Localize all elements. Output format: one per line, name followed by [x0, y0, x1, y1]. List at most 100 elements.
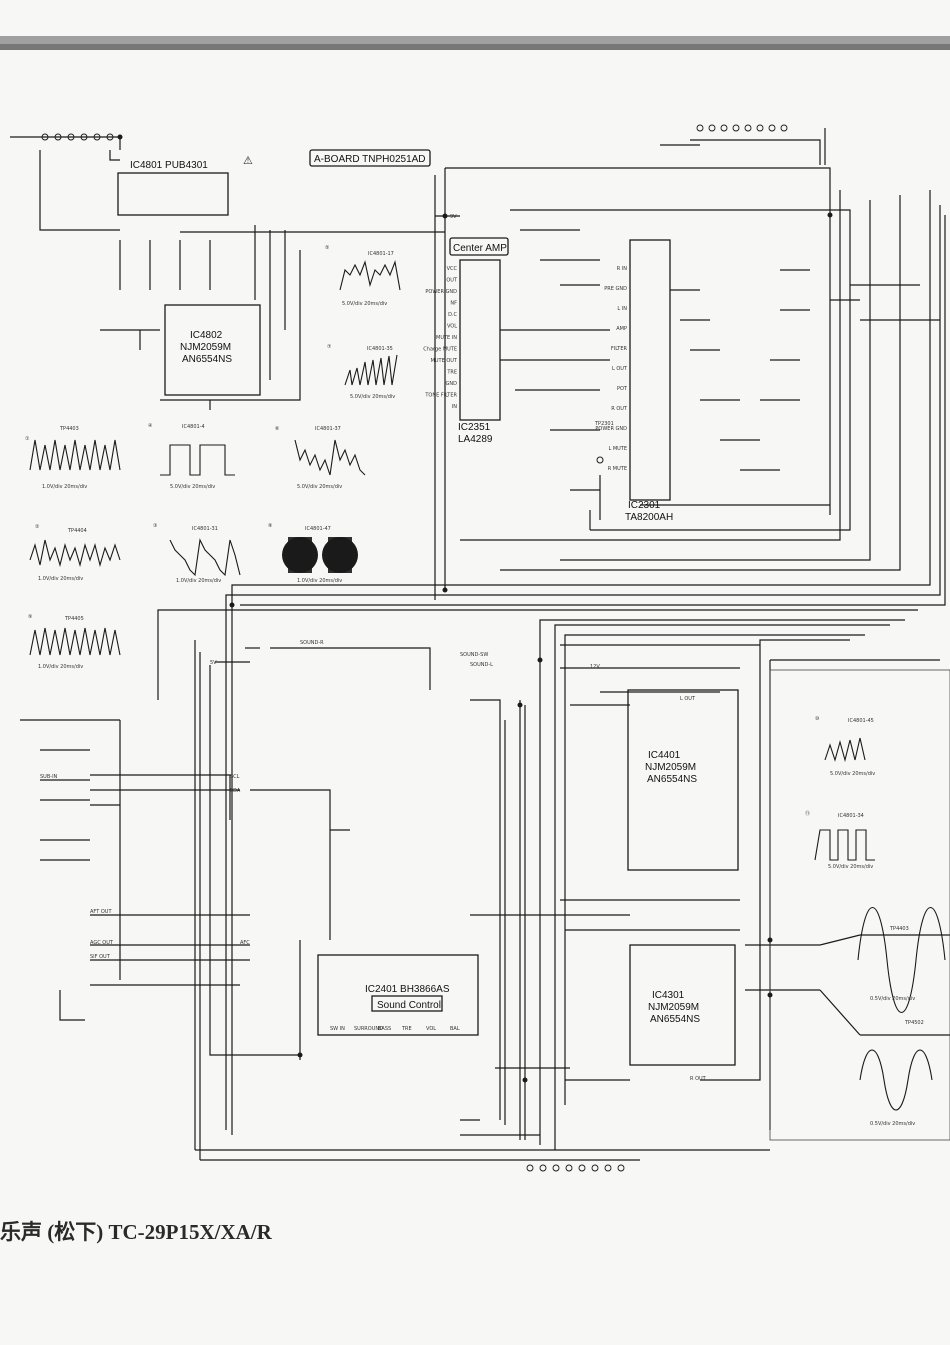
signal-label-11: AFT OUT: [90, 909, 112, 915]
ic4301-label-1: IC4301: [652, 990, 685, 1001]
signal-label-0: SOUND-R: [300, 640, 324, 646]
page-footer-title: 乐声 (松下) TC-29P15X/XA/R: [0, 1220, 272, 1244]
w7-id: IC4801-35: [367, 346, 393, 352]
connector-pins: [41, 124, 788, 1172]
w2-num: ②: [35, 524, 40, 530]
ic2351-pins-12: IN: [452, 404, 457, 410]
w4-time: 5.0V/div 20ms/div: [170, 484, 215, 490]
ic2401-pins-5: BAL: [450, 1026, 460, 1032]
w9-num: ⑨: [28, 614, 32, 620]
ic-labels: A-BOARD TNPH0251AD IC4801 PUB4301 IC4802…: [130, 154, 700, 1025]
w5-num: ⑤: [325, 245, 329, 251]
ic4802-label-3: AN6554NS: [182, 354, 232, 365]
signal-label-14: SUB-IN: [40, 774, 58, 780]
ic2351-pins-11: TONE FILTER: [424, 393, 457, 399]
w1-num: ①: [25, 436, 30, 442]
ic2351-pins-3: NF: [450, 301, 457, 307]
ic2351-pins-9: TRE: [446, 370, 457, 376]
ic-outlines: [117, 149, 950, 1141]
ic2301-pins-1: PRE GND: [604, 286, 627, 292]
ic4401-label-3: AN6554NS: [647, 774, 697, 785]
component-marks: [117, 134, 833, 1083]
w11-id: IC4801-34: [838, 813, 864, 819]
w2-id: TP4404: [67, 528, 87, 534]
ic2401-pins-0: SW IN: [330, 1026, 345, 1032]
ic4401-label-2: NJM2059M: [645, 762, 696, 773]
ic2351-pins-4: D.C: [448, 312, 457, 318]
w11-num: ⑪: [805, 810, 810, 817]
w5-id: IC4801-17: [368, 251, 394, 257]
waveform-captions: ⑤ IC4801-17 5.0V/div 20ms/div ⑦ IC4801-3…: [25, 245, 924, 1127]
ic2401-pins-2: BASS: [378, 1026, 391, 1032]
w6-time: 5.0V/div 20ms/div: [297, 484, 342, 490]
signal-label-6: 5V: [210, 660, 217, 666]
ic2401-pins-1: SURROUND: [354, 1026, 383, 1032]
warning-icon: ⚠: [243, 155, 253, 167]
sound-control-label: Sound Control: [377, 1000, 441, 1011]
w8-num: ⑧: [268, 523, 273, 529]
w1-id: TP4403: [59, 426, 79, 432]
ic2301-label-1: IC2301: [628, 500, 661, 511]
signal-label-10: AFC: [240, 940, 250, 946]
ic4802-label-1: IC4802: [190, 330, 223, 341]
w6-num: ⑥: [275, 426, 280, 432]
ic2351-label-2: LA4289: [458, 434, 493, 445]
ic2351-pins-0: VCC: [447, 266, 458, 272]
signal-label-8: SDA: [230, 788, 241, 794]
w6-id: IC4801-37: [315, 426, 341, 432]
ic2301-pins-9: L MUTE: [608, 446, 627, 452]
w13-id: TP4502: [904, 1020, 924, 1026]
ic2401-label: IC2401 BH3866AS: [365, 984, 450, 995]
ic2351-pins-8: MUTE OUT: [431, 358, 458, 364]
w10-time: 5.0V/div 20ms/div: [830, 771, 875, 777]
ic2301-pins-0: R IN: [617, 266, 628, 272]
signal-label-3: L OUT: [680, 696, 696, 702]
ic2301-pins-4: FILTER: [611, 346, 628, 352]
signal-label-1: SOUND-L: [470, 662, 493, 668]
signal-label-5: 12V: [590, 664, 600, 670]
ic2351-pins-6: MUTE IN: [436, 335, 457, 341]
ic2401-pins-3: TRE: [401, 1026, 412, 1032]
w4-num: ④: [148, 423, 153, 429]
ic4301-label-2: NJM2059M: [648, 1002, 699, 1013]
ic2301-pins-5: L OUT: [612, 366, 628, 372]
ic2351-label-1: IC2351: [458, 422, 491, 433]
w11-time: 5.0V/div 20ms/div: [828, 864, 873, 870]
ic2301-pins-8: POWER GND: [595, 426, 627, 432]
w12-id: TP4403: [889, 926, 909, 932]
w3-time: 1.0V/div 20ms/div: [176, 578, 221, 584]
ic2301-pins-6: POT: [617, 386, 628, 392]
ic2401-pins-4: VOL: [426, 1026, 436, 1032]
w13-time: 0.5V/div 20ms/div: [870, 1121, 915, 1127]
signal-label-2: SOUND-SW: [460, 652, 488, 658]
ic2301-pins-10: R MUTE: [608, 466, 627, 472]
ic2351-pins-5: VOL: [447, 324, 457, 330]
wiring: [10, 128, 950, 1161]
w3-id: IC4801-31: [192, 526, 218, 532]
ic2301-pins-7: R OUT: [611, 406, 628, 412]
waveform-8-bursts: [282, 537, 358, 573]
ic2301-pins-2: L IN: [617, 306, 627, 312]
w12-time: 0.5V/div 20ms/div: [870, 996, 915, 1002]
w7-time: 5.0V/div 20ms/div: [350, 394, 395, 400]
ic4802-label-2: NJM2059M: [180, 342, 231, 353]
w2-time: 1.0V/div 20ms/div: [38, 576, 83, 582]
signal-label-12: SIF OUT: [90, 954, 111, 960]
w10-num: ⑩: [815, 716, 820, 722]
signal-label-9: SCL: [230, 774, 240, 780]
w5-time: 5.0V/div 20ms/div: [342, 301, 387, 307]
ic2351-pins-1: OUT: [446, 278, 458, 284]
w9-id: TP4405: [64, 616, 84, 622]
ic2301-pins-3: AMP: [616, 326, 627, 332]
w8-time: 1.0V/div 20ms/div: [297, 578, 342, 584]
signal-label-7: 9V: [450, 214, 457, 220]
signal-labels: SOUND-R SOUND-L SOUND-SW L OUT R OUT 12V 5V 9V S…: [40, 214, 707, 1082]
waveforms: [29, 259, 946, 1111]
w10-id: IC4801-45: [848, 718, 874, 724]
w8-id: IC4801-47: [305, 526, 331, 532]
w4-id: IC4801-4: [182, 424, 205, 430]
ic4401-label-1: IC4401: [648, 750, 681, 761]
